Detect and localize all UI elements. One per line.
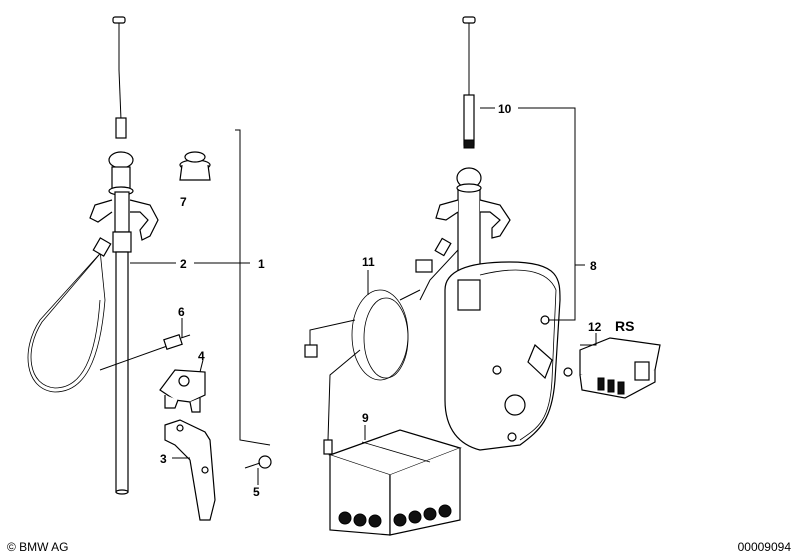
manual-antenna [27,16,159,495]
group-bracket-1 [235,129,271,446]
callout-4: 4 [198,349,205,363]
leader-lines [130,107,597,485]
callout-rs: RS [615,318,634,334]
callout-2: 2 [180,257,187,271]
grommet [179,151,211,181]
clamp-bracket [159,369,206,413]
power-antenna [419,16,561,451]
callout-11: 11 [362,255,375,269]
wiring-harness [304,259,433,455]
callout-8: 8 [590,259,597,273]
screw [244,455,272,469]
callout-7: 7 [180,195,187,209]
copyright-notice: © BMW AG [7,540,69,554]
callout-12: 12 [588,320,602,334]
callout-1: 1 [258,257,265,271]
callout-6: 6 [178,305,185,319]
relay-module [563,337,661,399]
callout-3: 3 [160,452,167,466]
antenna-plug [99,334,191,371]
kit-box [328,429,462,536]
callout-9: 9 [362,411,369,425]
callout-5: 5 [253,485,260,499]
callout-10: 10 [498,102,512,116]
document-number: 00009094 [737,540,791,554]
mounting-bracket [164,419,216,521]
